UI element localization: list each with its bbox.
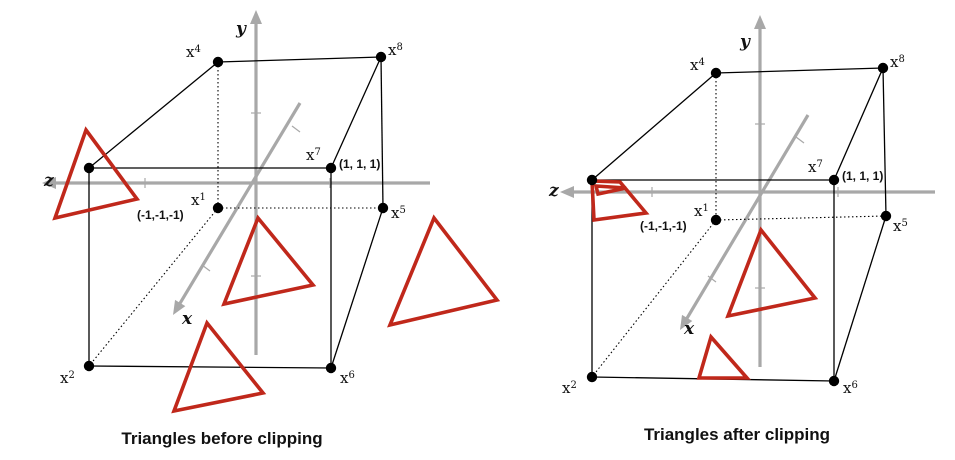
vertex-label-x2: x2 <box>562 379 577 397</box>
axis-tick <box>795 136 805 144</box>
cube-edge <box>833 67 884 181</box>
triangle-3 <box>696 333 751 380</box>
vertex-x4 <box>710 67 722 79</box>
x-axis <box>177 102 302 306</box>
panel-caption: Triangles after clipping <box>644 425 830 444</box>
vertex-label-x4: x4 <box>690 56 705 74</box>
vertex-tl <box>586 174 598 186</box>
x-axis <box>684 114 810 321</box>
vertex-label-x1: x1 <box>694 202 709 220</box>
panel-before: x1 x2 x4 x5 x6 x7 x8 y z x (1, 1, 1) (-1,-1,-1) Tria… <box>42 10 501 448</box>
axes <box>560 15 935 367</box>
vertex-label-x2: x2 <box>60 369 75 387</box>
cube-edge <box>88 61 219 169</box>
vertex-x8 <box>375 51 387 63</box>
triangle-3 <box>387 214 501 328</box>
vertex-label-x4: x4 <box>186 43 201 61</box>
vertex-tl <box>83 162 95 174</box>
vertex-label-x7: x7 <box>306 146 321 164</box>
hidden-edge <box>591 219 717 378</box>
triangle-4 <box>593 184 627 197</box>
vertex-label-x8: x8 <box>388 41 403 59</box>
vertex-label-x1: x1 <box>191 191 206 209</box>
vertex-x6 <box>828 375 840 387</box>
cube-edge <box>217 56 382 63</box>
triangle-2 <box>725 226 819 319</box>
vertex-x6 <box>325 362 337 374</box>
triangle-2 <box>221 214 317 307</box>
y-axis-label: y <box>235 19 247 39</box>
vertex-label-x6: x6 <box>340 369 355 387</box>
panel-caption: Triangles before clipping <box>121 429 322 448</box>
cube-edge <box>330 56 382 169</box>
cube-edge <box>833 215 887 382</box>
triangle-1 <box>52 126 141 221</box>
vertex-label-x5: x5 <box>893 217 908 235</box>
z-axis-label: z <box>548 181 559 201</box>
axis-tick <box>201 264 211 272</box>
vertex-x1 <box>212 202 224 214</box>
triangle-4 <box>171 319 267 414</box>
z-axis-label: z <box>43 171 54 191</box>
vertex-x4 <box>212 56 224 68</box>
cube-edge <box>591 72 717 181</box>
vertex-label-x6: x6 <box>843 379 858 397</box>
x-axis-label: x <box>683 319 695 339</box>
axis-tick <box>291 125 301 133</box>
vertex-x1 <box>710 214 722 226</box>
vertex-label-x5: x5 <box>391 204 406 222</box>
vertex-label-x7: x7 <box>808 158 823 176</box>
vertex-x5 <box>377 202 389 214</box>
corner-label-max: (1, 1, 1) <box>842 169 883 183</box>
vertex-label-x8: x8 <box>890 53 905 71</box>
cube-edge <box>882 67 887 217</box>
cube-edge <box>88 365 332 369</box>
corner-label-min: (-1,-1,-1) <box>137 208 184 222</box>
vertex-x5 <box>880 210 892 222</box>
vertex-x7 <box>325 162 337 174</box>
vertex-x8 <box>877 62 889 74</box>
x-axis-label: x <box>181 309 193 329</box>
corner-label-max: (1, 1, 1) <box>339 157 380 171</box>
y-axis-label: y <box>739 32 751 52</box>
cube-edge <box>715 67 884 74</box>
hidden-edge <box>715 215 887 221</box>
cube-edge <box>330 207 384 369</box>
cube-edge <box>380 56 384 209</box>
vertex-x2 <box>586 371 598 383</box>
panel-after: x1 x2 x4 x5 x6 x7 x8 y z x (1, 1, 1) (-1,-1,-1) Tria… <box>548 15 935 444</box>
vertex-x2 <box>83 360 95 372</box>
vertex-x7 <box>828 174 840 186</box>
axis-tick <box>707 275 717 283</box>
corner-label-min: (-1,-1,-1) <box>640 219 687 233</box>
triangle-1 <box>590 179 650 223</box>
axes <box>42 10 430 355</box>
